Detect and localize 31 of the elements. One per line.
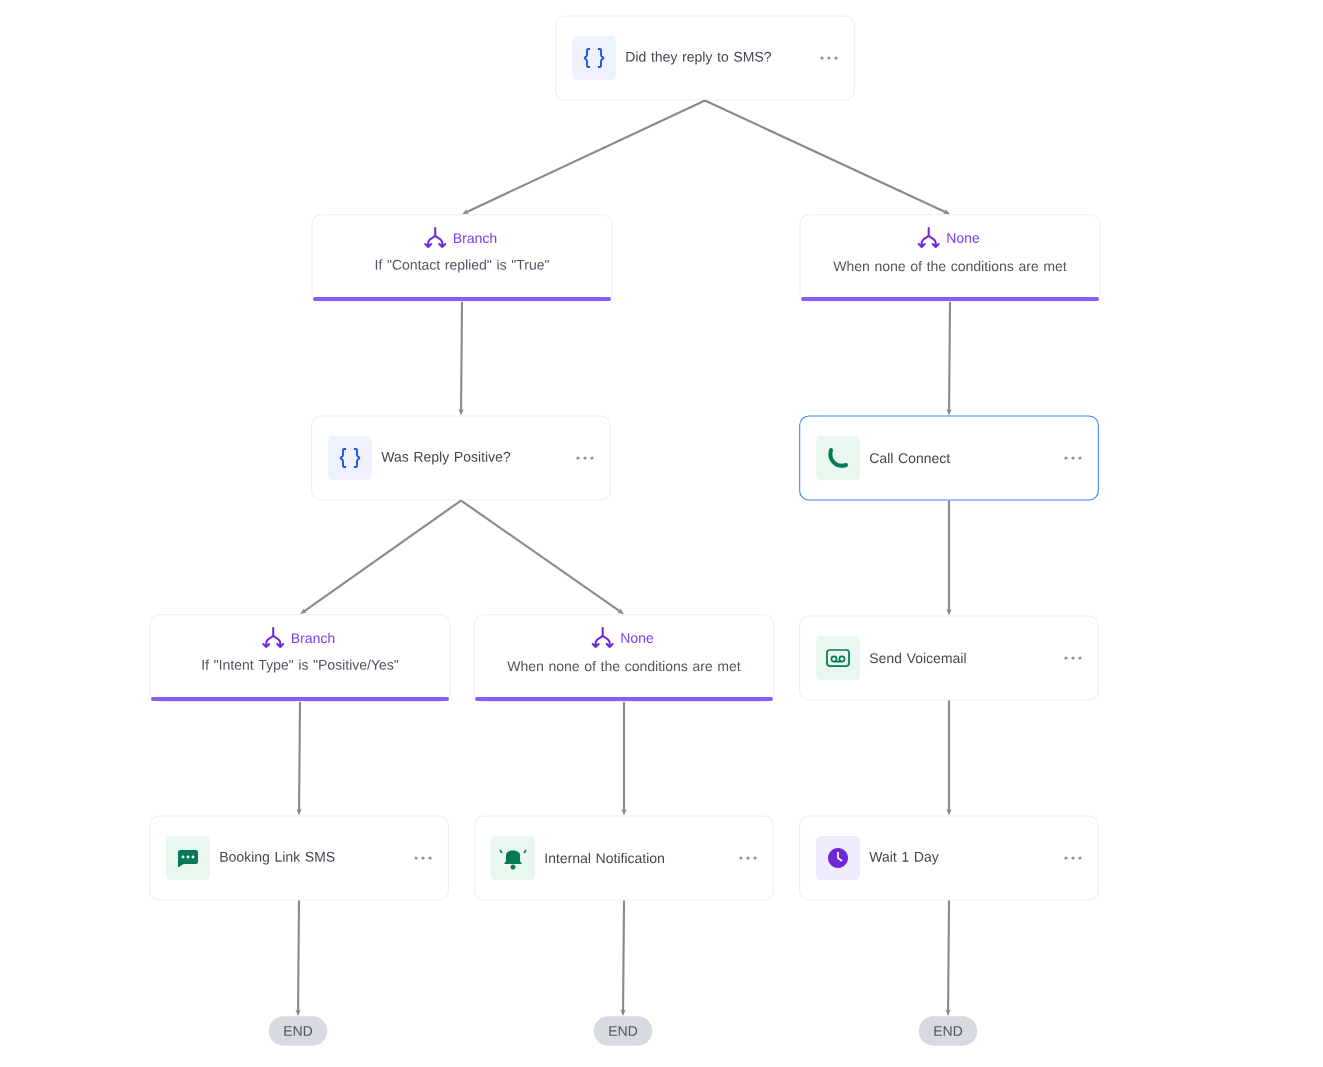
step-label: Was Reply Positive? [381,451,511,465]
end-pill: END [918,1016,978,1046]
arrow [704,99,950,215]
step-card [474,815,774,901]
branch-title: None [947,233,980,243]
branch-title: None [621,633,654,643]
condition-text: When none of the conditions are met [507,660,741,672]
step-label: Did they reply to SMS? [626,51,771,65]
branch-card [799,214,1101,302]
step-label: Send Voicemail [869,652,966,664]
step-card [555,15,855,101]
step-label: Wait 1 Day [869,851,939,865]
condition-text: When none of the conditions are met [833,260,1067,272]
branch-card [473,614,775,702]
end-pill: END [593,1016,653,1046]
branch-title: Branch [454,232,497,244]
step-label: Call Connect [870,452,951,464]
branch-card [311,214,613,302]
branch-title: Branch [292,632,335,644]
step-card [311,415,611,501]
end-pill: END [268,1016,328,1046]
step-card [799,615,1099,701]
step-label: Booking Link SMS [220,851,335,865]
condition-text: If "Contact replied" is "True" [375,259,549,273]
condition-text: If "Intent Type" is "Positive/Yes" [202,659,399,673]
step-label: Internal Notification [545,852,664,864]
step-card [799,815,1099,901]
arrow [462,99,706,215]
step-card [149,815,449,901]
branch-card [149,614,451,702]
step-card [799,415,1099,501]
